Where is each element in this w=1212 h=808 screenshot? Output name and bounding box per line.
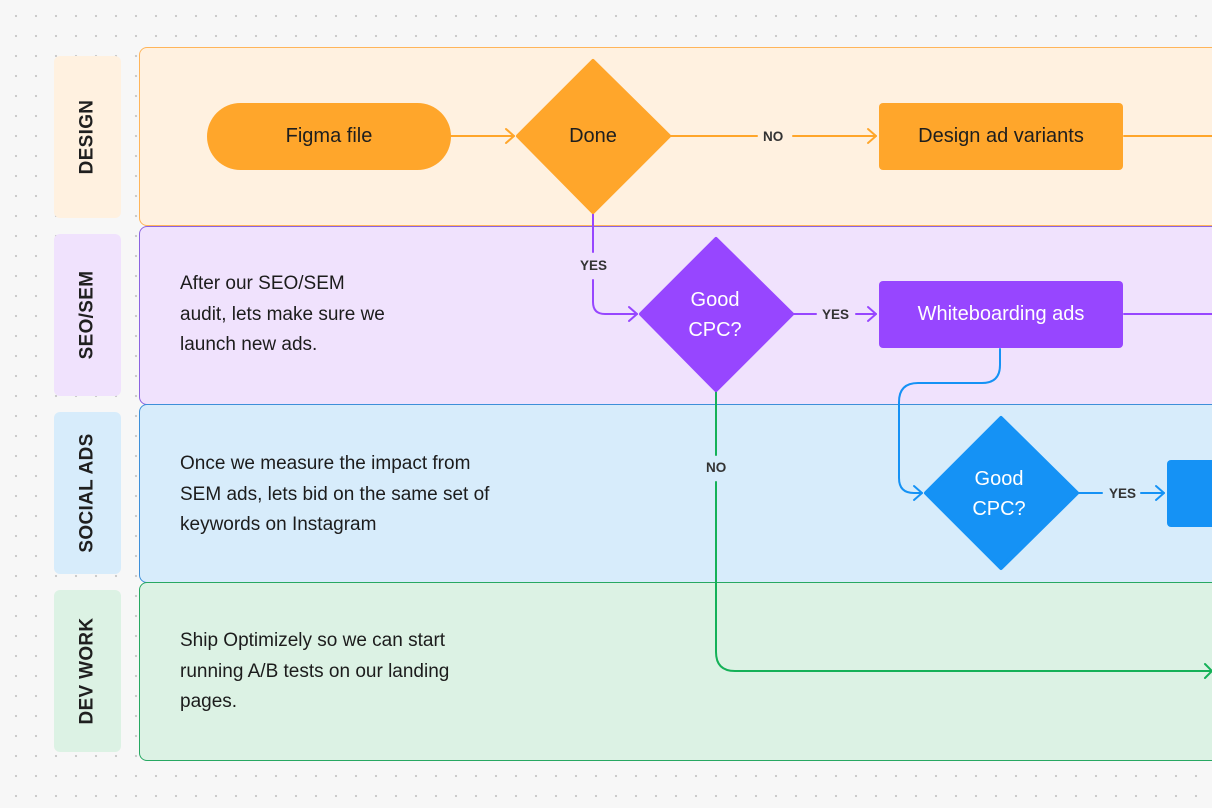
node-social-ads-partial[interactable] bbox=[1167, 460, 1212, 527]
edge-label-done-no: NO bbox=[763, 129, 784, 144]
arrowhead-done-to-cpc1 bbox=[628, 306, 638, 322]
note-dev-work: Ship Optimizely so we can start running … bbox=[180, 630, 450, 712]
edge-label-cpc2-yes: YES bbox=[1109, 486, 1137, 501]
arrowhead-done-to-variants bbox=[867, 128, 877, 144]
lane-label-design: DESIGN bbox=[54, 56, 121, 218]
arrowhead-cpc1-to-whiteboarding bbox=[867, 306, 877, 322]
arrowhead-whiteboarding-to-cpc2 bbox=[913, 485, 923, 501]
diamond-done bbox=[516, 59, 671, 214]
arrowhead-figma-to-done bbox=[505, 128, 515, 144]
node-whiteboarding-ads[interactable]: Whiteboarding ads bbox=[879, 281, 1123, 348]
diamond-good-cpc-2 bbox=[924, 416, 1079, 570]
lane-label-seo-sem: SEO/SEM bbox=[54, 234, 121, 396]
edge-label-cpc1-yes: YES bbox=[822, 307, 850, 322]
diamond-good-cpc-1 bbox=[639, 237, 794, 392]
edge-whiteboarding-to-cpc2 bbox=[898, 348, 1001, 494]
lane-label-social-ads: SOCIAL ADS bbox=[54, 412, 121, 574]
note-seo-sem: After our SEO/SEM audit, lets make sure … bbox=[180, 273, 385, 355]
note-social-ads: Once we measure the impact from SEM ads,… bbox=[180, 453, 490, 535]
arrowhead-cpc1-no bbox=[1204, 663, 1212, 679]
arrowhead-cpc2-yes bbox=[1155, 485, 1165, 501]
node-figma-file[interactable]: Figma file bbox=[207, 103, 451, 170]
node-good-cpc-1[interactable]: Good CPC? bbox=[688, 289, 742, 341]
node-done[interactable]: Done bbox=[569, 125, 617, 147]
node-design-ad-variants[interactable]: Design ad variants bbox=[879, 103, 1123, 170]
edge-done-to-cpc1 bbox=[592, 211, 638, 315]
node-good-cpc-2[interactable]: Good CPC? bbox=[972, 468, 1026, 520]
edge-label-cpc1-no: NO bbox=[706, 460, 727, 475]
lane-label-dev-work: DEV WORK bbox=[54, 590, 121, 752]
edge-cpc1-no bbox=[715, 390, 1212, 672]
edge-label-done-yes: YES bbox=[580, 258, 608, 273]
